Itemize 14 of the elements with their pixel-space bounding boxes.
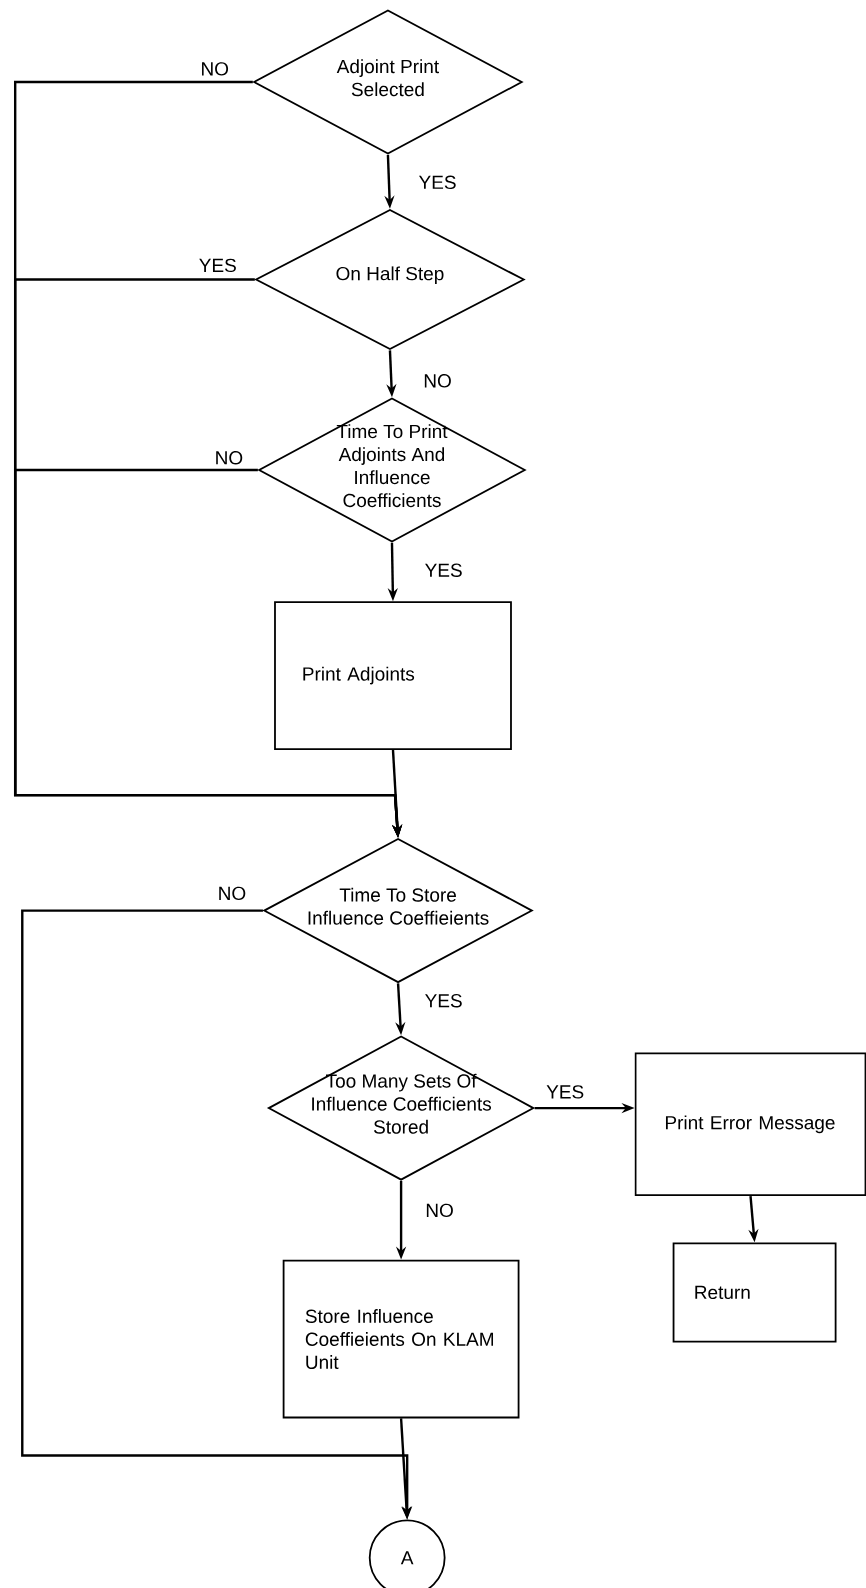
edge-label: YES bbox=[423, 993, 464, 1009]
edge-label: NO bbox=[213, 450, 245, 466]
process-box: Print Error Message bbox=[634, 1052, 866, 1197]
edge-label: NO bbox=[422, 373, 453, 389]
edge-label: NO bbox=[424, 1202, 455, 1219]
edge-label: YES bbox=[423, 562, 464, 578]
edge-label: NO bbox=[199, 61, 230, 77]
edge-label: YES bbox=[545, 1084, 586, 1100]
process-box: Store Influence Coeffieients On KLAM Unit bbox=[282, 1259, 520, 1419]
edge-label: YES bbox=[197, 257, 238, 274]
process-box: Print Adjoints bbox=[274, 601, 512, 750]
process-box: Return bbox=[672, 1242, 837, 1343]
edge-label: NO bbox=[216, 885, 248, 902]
edge-label: YES bbox=[417, 174, 458, 191]
